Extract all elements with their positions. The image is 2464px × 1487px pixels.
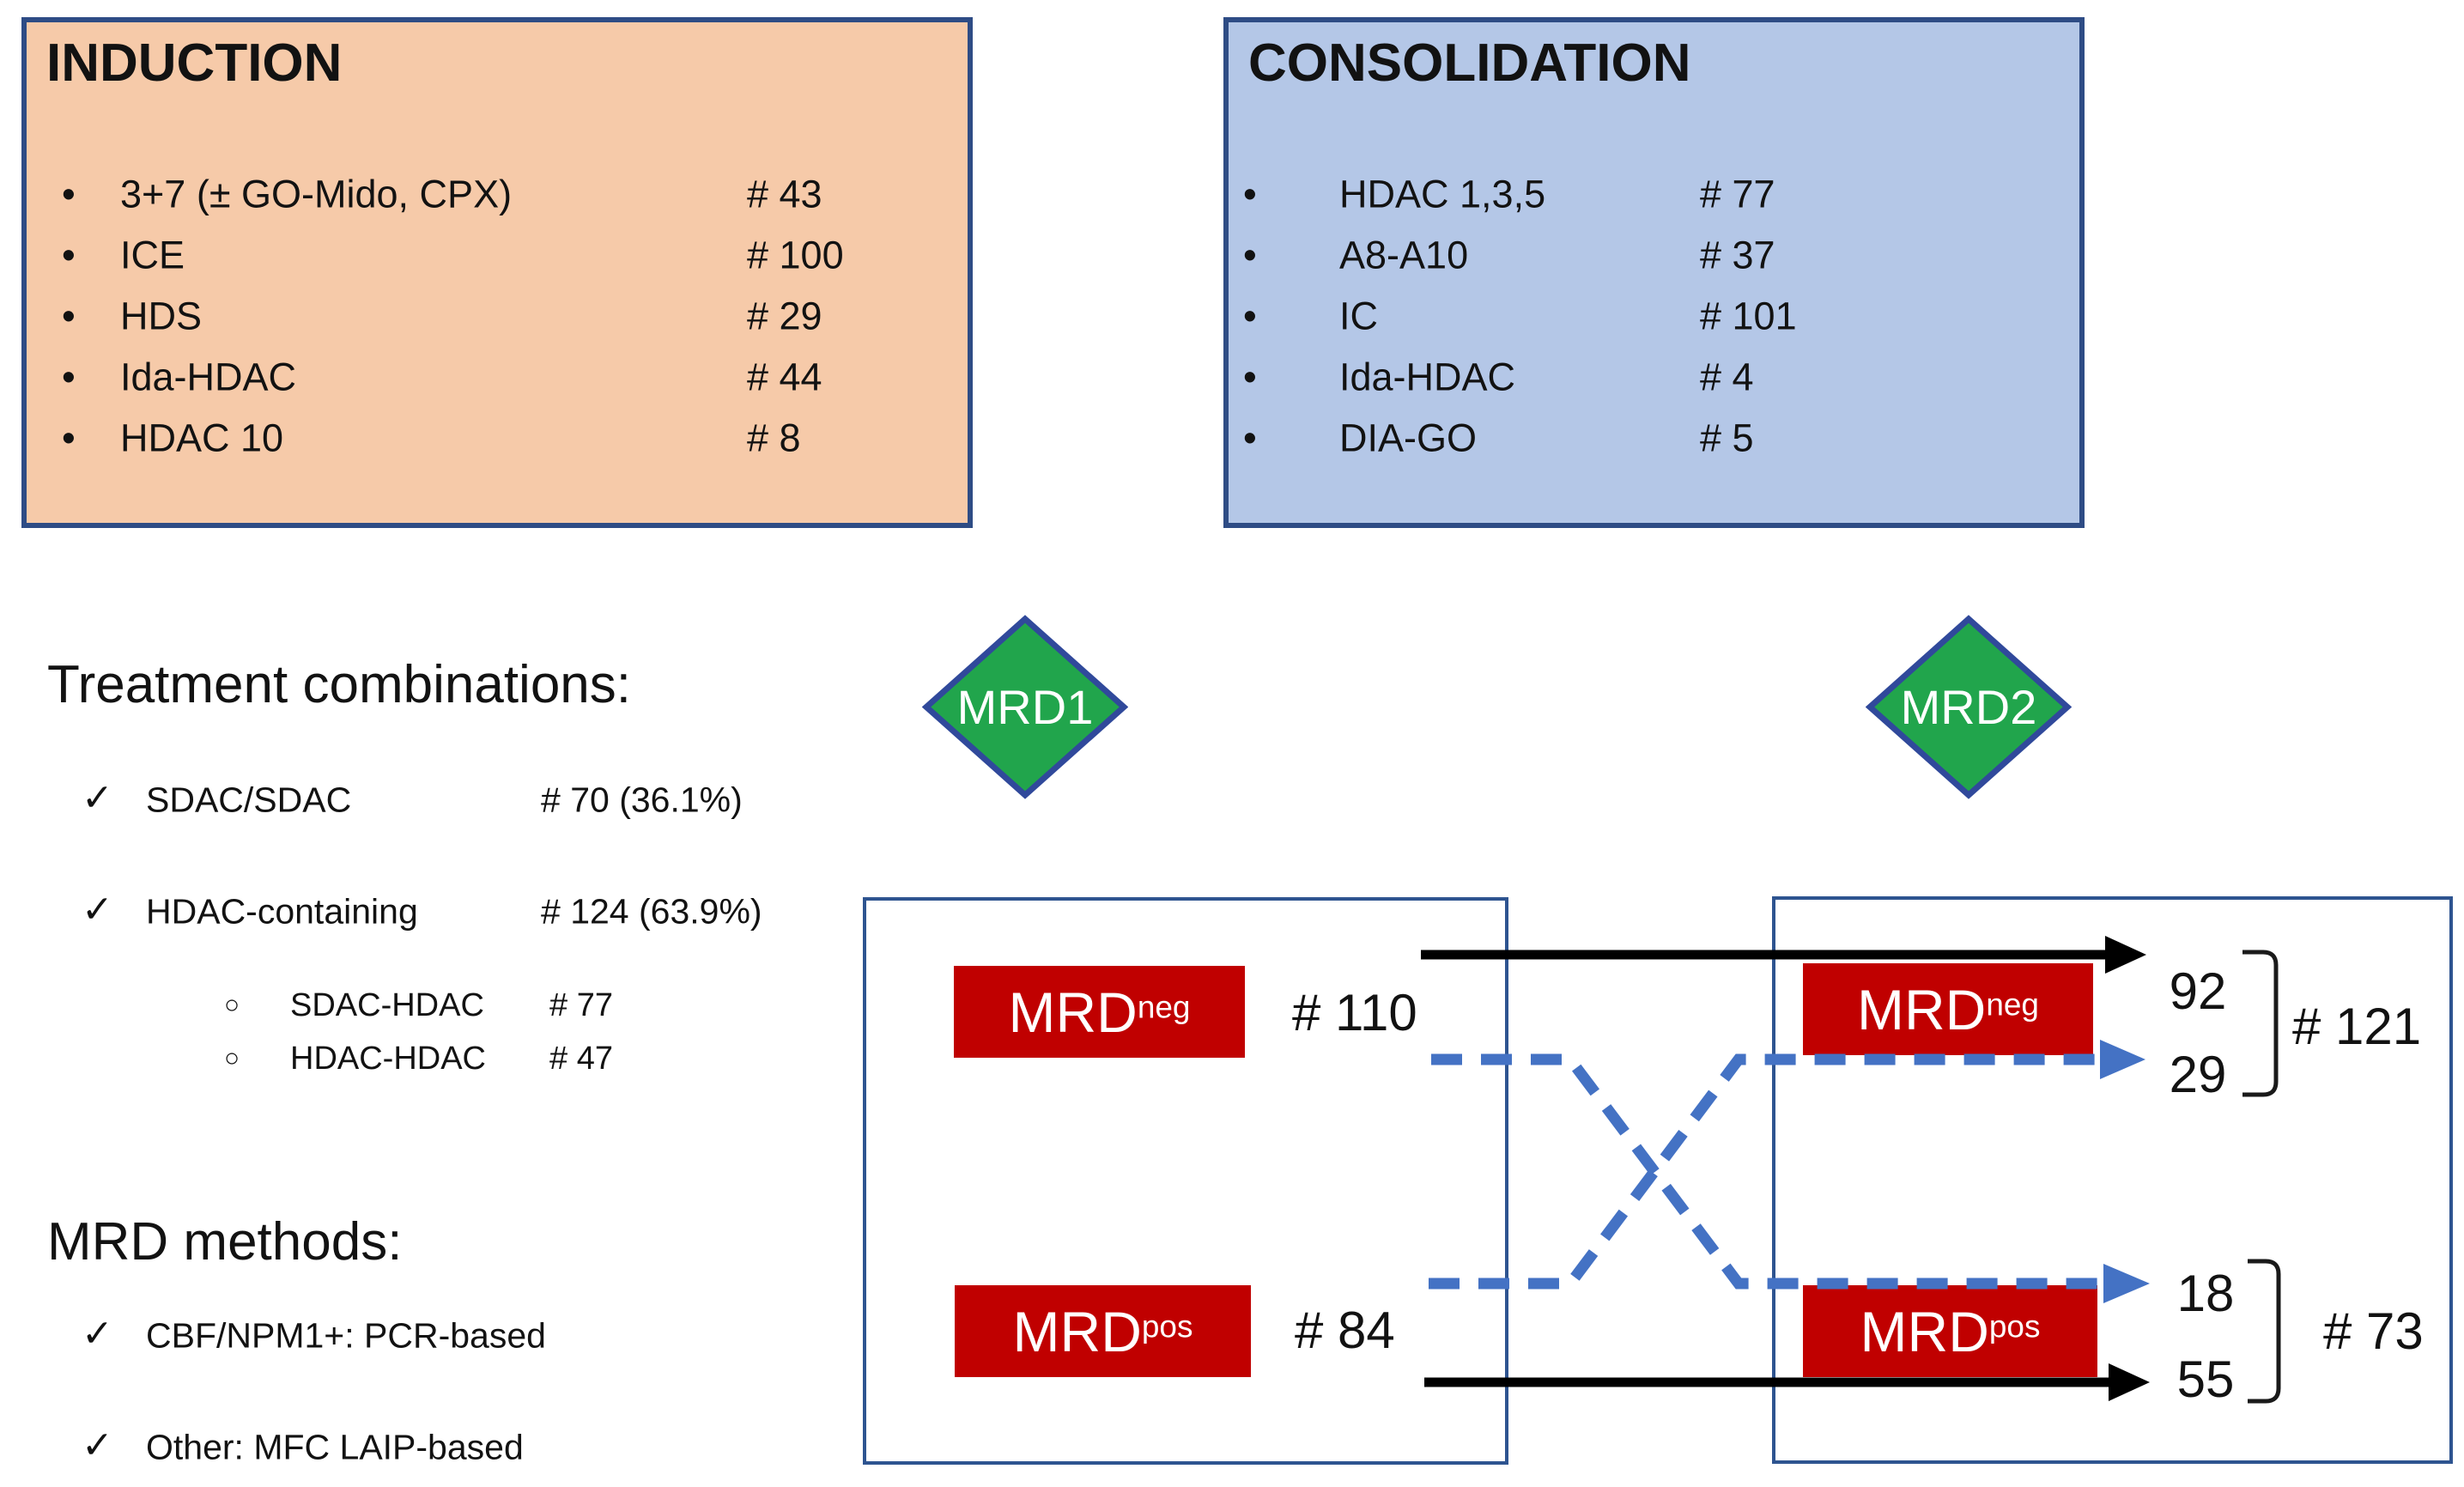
induction-item-label: Ida-HDAC bbox=[120, 355, 297, 399]
check-icon: ✓ bbox=[82, 1313, 113, 1355]
induction-item-count: # 43 bbox=[747, 172, 822, 216]
mrd-method-label: CBF/NPM1+: PCR-based bbox=[146, 1315, 546, 1356]
combo-sub-item-label: SDAC-HDAC bbox=[290, 987, 484, 1023]
consolidation-item-count: # 37 bbox=[1700, 233, 1775, 277]
treatment-combinations-heading: Treatment combinations: bbox=[47, 655, 632, 714]
mrd2-neg-chip-label: MRDneg bbox=[1857, 977, 2039, 1041]
combo-sub-item-count: # 77 bbox=[549, 987, 613, 1023]
bullet-icon: • bbox=[1243, 172, 1257, 216]
combo-sub-item-label: HDAC-HDAC bbox=[290, 1041, 486, 1077]
induction-item-label: HDAC 10 bbox=[120, 416, 284, 460]
induction-item-count: # 29 bbox=[747, 294, 822, 338]
check-icon: ✓ bbox=[82, 889, 113, 931]
mrd2-diamond: MRD2 bbox=[1866, 615, 2072, 799]
circle-bullet-icon: ○ bbox=[224, 1044, 240, 1072]
bullet-icon: • bbox=[1243, 233, 1257, 277]
combo-sub-item-count: # 47 bbox=[549, 1041, 613, 1077]
consolidation-item-label: HDAC 1,3,5 bbox=[1339, 172, 1546, 216]
combo-item-count: # 70 (36.1%) bbox=[541, 780, 743, 820]
bullet-icon: • bbox=[62, 233, 76, 277]
consolidation-title: CONSOLIDATION bbox=[1248, 33, 1691, 93]
induction-panel: INDUCTION bbox=[21, 17, 973, 528]
mrd1-neg-count: # 110 bbox=[1292, 984, 1417, 1041]
diamond-shape bbox=[1866, 615, 2072, 799]
mrd1-pos-count: # 84 bbox=[1295, 1302, 1395, 1359]
mrd1-pos-chip: MRDpos bbox=[955, 1285, 1251, 1377]
induction-item-count: # 44 bbox=[747, 355, 822, 399]
mrd2-label: MRD2 bbox=[1900, 679, 2037, 734]
neg-to-neg-count: 92 bbox=[2169, 962, 2227, 1020]
mrd1-neg-chip: MRDneg bbox=[954, 966, 1245, 1058]
mrd1-neg-chip-label: MRDneg bbox=[1008, 980, 1191, 1044]
combo-item-label: HDAC-containing bbox=[146, 891, 418, 932]
induction-item-label: ICE bbox=[120, 233, 185, 277]
bullet-icon: • bbox=[1243, 355, 1257, 399]
check-icon: ✓ bbox=[82, 1424, 113, 1466]
combo-item-count: # 124 (63.9%) bbox=[541, 891, 762, 932]
check-icon: ✓ bbox=[82, 777, 113, 819]
consolidation-item-count: # 5 bbox=[1700, 416, 1754, 460]
mrd1-pos-chip-label: MRDpos bbox=[1012, 1299, 1193, 1363]
consolidation-item-label: DIA-GO bbox=[1339, 416, 1478, 460]
induction-item-label: 3+7 (± GO-Mido, CPX) bbox=[120, 172, 513, 216]
consolidation-item-label: Ida-HDAC bbox=[1339, 355, 1516, 399]
mrd1-diamond: MRD1 bbox=[922, 615, 1128, 799]
consolidation-panel: CONSOLIDATION bbox=[1223, 17, 2085, 528]
pos-to-pos-count: 55 bbox=[2176, 1350, 2235, 1408]
induction-item-count: # 8 bbox=[747, 416, 801, 460]
bullet-icon: • bbox=[1243, 416, 1257, 460]
consolidation-item-count: # 101 bbox=[1700, 294, 1797, 338]
induction-item-count: # 100 bbox=[747, 233, 844, 277]
mrd2-neg-chip: MRDneg bbox=[1803, 963, 2093, 1055]
bullet-icon: • bbox=[62, 172, 76, 216]
consolidation-item-label: A8-A10 bbox=[1339, 233, 1469, 277]
pos-to-neg-count: 29 bbox=[2169, 1046, 2227, 1103]
bullet-icon: • bbox=[1243, 294, 1257, 338]
induction-title: INDUCTION bbox=[46, 33, 343, 93]
mrd-methods-heading: MRD methods: bbox=[47, 1212, 403, 1272]
mrd-method-label: Other: MFC LAIP-based bbox=[146, 1427, 524, 1467]
bullet-icon: • bbox=[62, 416, 76, 460]
bullet-icon: • bbox=[62, 294, 76, 338]
diamond-shape bbox=[922, 615, 1128, 799]
combo-item-label: SDAC/SDAC bbox=[146, 780, 352, 820]
consolidation-item-count: # 4 bbox=[1700, 355, 1754, 399]
induction-item-label: HDS bbox=[120, 294, 203, 338]
mrd2-neg-total: # 121 bbox=[2292, 998, 2422, 1055]
consolidation-item-label: IC bbox=[1339, 294, 1378, 338]
mrd2-pos-total: # 73 bbox=[2323, 1302, 2424, 1360]
consolidation-item-count: # 77 bbox=[1700, 172, 1775, 216]
mrd1-label: MRD1 bbox=[956, 679, 1094, 734]
mrd2-pos-chip-label: MRDpos bbox=[1860, 1299, 2041, 1363]
circle-bullet-icon: ○ bbox=[224, 991, 240, 1019]
mrd2-pos-chip: MRDpos bbox=[1803, 1285, 2097, 1377]
bullet-icon: • bbox=[62, 355, 76, 399]
neg-to-pos-count: 18 bbox=[2176, 1265, 2235, 1322]
